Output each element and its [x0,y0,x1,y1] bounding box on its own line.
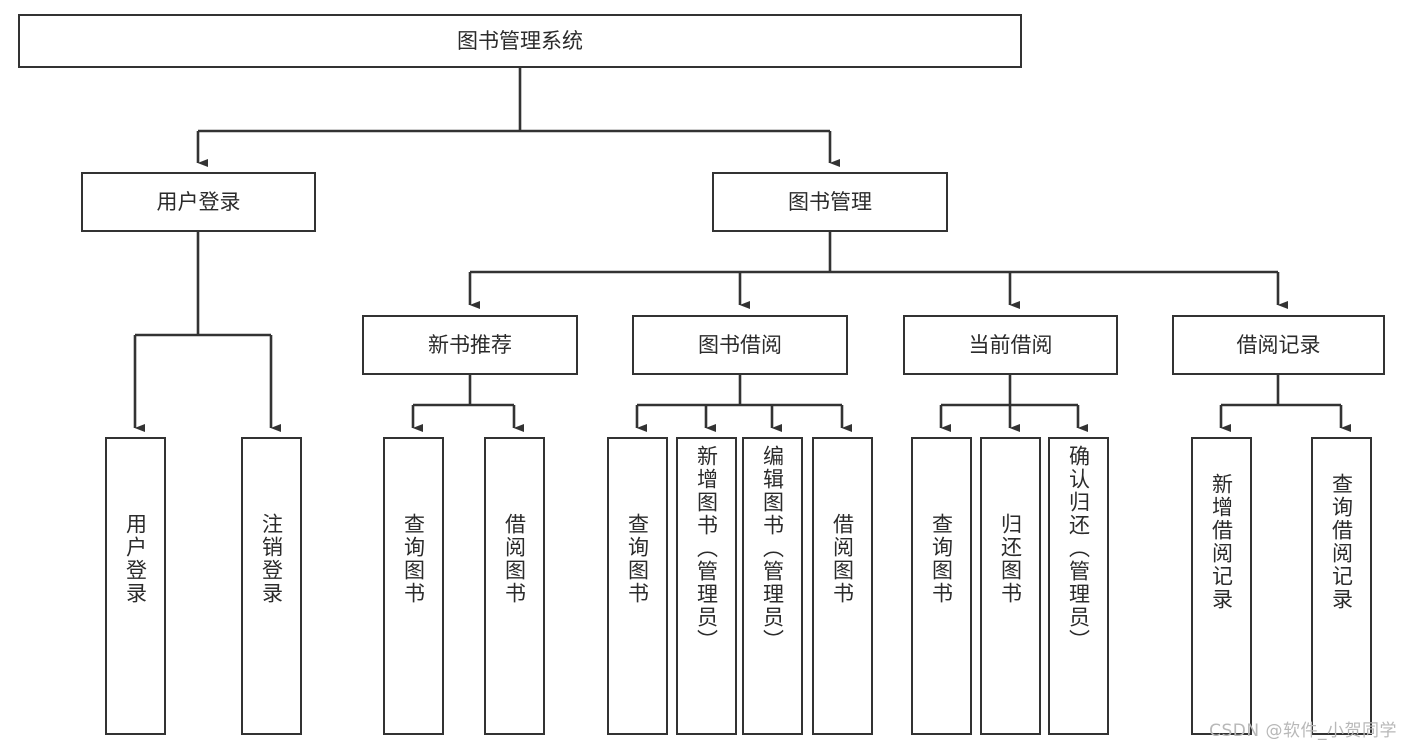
leaf-borrow-book-borrow[interactable]: 借阅图书 [812,437,873,735]
leaf-query-book-recommend[interactable]: 查询图书 [383,437,444,735]
leaf-user-login[interactable]: 用户登录 [105,437,166,735]
leaf-edit-book-label: 编辑图书（管理员） [760,445,785,652]
leaf-add-borrow-record-label: 新增借阅记录 [1209,473,1234,611]
leaf-query-book-current[interactable]: 查询图书 [911,437,972,735]
watermark-text: CSDN @软件_小贺同学 [1209,721,1397,741]
leaf-add-book-label: 新增图书（管理员） [694,445,719,652]
node-borrow-record-label: 借阅记录 [1236,332,1321,357]
leaf-borrow-book-borrow-label: 借阅图书 [830,513,855,605]
leaf-confirm-return[interactable]: 确认归还（管理员） [1048,437,1109,735]
leaf-add-book[interactable]: 新增图书（管理员） [676,437,737,735]
node-book-manage-label: 图书管理 [788,189,872,214]
leaf-logout-label: 注销登录 [259,513,284,605]
leaf-user-login-label: 用户登录 [123,513,148,605]
node-current-borrow-label: 当前借阅 [968,332,1053,357]
node-root[interactable]: 图书管理系统 [18,14,1022,68]
leaf-return-book[interactable]: 归还图书 [980,437,1041,735]
node-book-manage[interactable]: 图书管理 [712,172,948,232]
leaf-borrow-book-recommend[interactable]: 借阅图书 [484,437,545,735]
leaf-query-book-borrow-label: 查询图书 [625,513,650,605]
node-user-login-label: 用户登录 [156,189,241,214]
leaf-query-borrow-record[interactable]: 查询借阅记录 [1311,437,1372,735]
node-root-label: 图书管理系统 [457,28,583,53]
node-new-book-recommend[interactable]: 新书推荐 [362,315,578,375]
node-user-login[interactable]: 用户登录 [81,172,316,232]
leaf-query-borrow-record-label: 查询借阅记录 [1329,473,1354,611]
leaf-add-borrow-record[interactable]: 新增借阅记录 [1191,437,1252,735]
leaf-edit-book[interactable]: 编辑图书（管理员） [742,437,803,735]
node-borrow-record[interactable]: 借阅记录 [1172,315,1385,375]
leaf-confirm-return-label: 确认归还（管理员） [1066,445,1091,652]
leaf-return-book-label: 归还图书 [998,513,1023,605]
leaf-query-book-borrow[interactable]: 查询图书 [607,437,668,735]
node-new-book-recommend-label: 新书推荐 [428,332,512,357]
leaf-query-book-recommend-label: 查询图书 [401,513,426,605]
node-book-borrow[interactable]: 图书借阅 [632,315,848,375]
leaf-logout[interactable]: 注销登录 [241,437,302,735]
leaf-borrow-book-recommend-label: 借阅图书 [502,513,527,605]
node-book-borrow-label: 图书借阅 [698,332,782,357]
leaf-query-book-current-label: 查询图书 [929,513,954,605]
node-current-borrow[interactable]: 当前借阅 [903,315,1118,375]
